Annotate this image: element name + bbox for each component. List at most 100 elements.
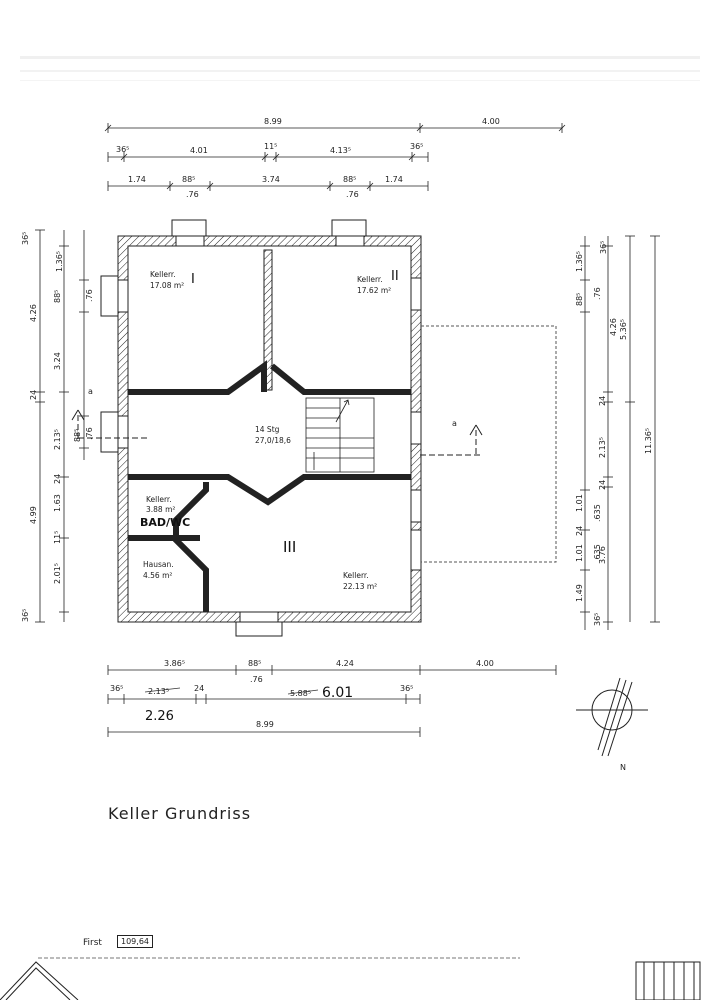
dim-bottom-r1-a: 3.86⁵	[164, 659, 185, 668]
room-keller2-area: 17.62 m²	[357, 286, 391, 295]
room-keller2-name: Kellerr.	[357, 275, 383, 284]
dim-right-c3-f: 3.76	[598, 546, 607, 564]
right-dimensions	[580, 235, 660, 630]
dim-right-c2-b: .635	[593, 504, 602, 522]
stair-size: 27,0/18,6	[255, 436, 291, 445]
room-hausan-name: Hausan.	[143, 560, 174, 569]
section-arrow-right	[469, 424, 483, 436]
dim-bottom-r2-e: 36⁵	[400, 684, 413, 693]
dim-bottom-hand-a: 2.26	[145, 709, 174, 724]
section-arrow-left	[71, 409, 85, 421]
dim-top-garage: 4.00	[482, 117, 500, 126]
room-keller4-numeral: III	[283, 538, 296, 556]
dim-bottom-r2-c: 24	[194, 684, 204, 693]
room-keller3-handnote: BAD/WC	[140, 516, 190, 529]
dim-left-mid-e: 24	[53, 474, 62, 484]
dim-right-c3-c: 24	[598, 396, 607, 406]
dim-left-mid-i: 36⁵	[21, 609, 30, 622]
room-keller4-area: 22.13 m²	[343, 582, 377, 591]
dim-right-c3-d: 2.13⁵	[598, 437, 607, 458]
dim-right-c1-b: 88⁵	[575, 293, 584, 306]
dim-right-c1-a: 1.36⁵	[575, 251, 584, 272]
dim-bottom-r1-sub: .76	[250, 675, 263, 684]
section-mark-right: a	[452, 419, 457, 428]
dim-bottom-r1-b: 88⁵	[248, 659, 261, 668]
dim-bottom-hand-b: 6.01	[322, 685, 353, 701]
dim-right-c2-c: .635	[593, 544, 602, 562]
dim-top-r2-b: 4.01	[190, 146, 208, 155]
windows	[100, 219, 422, 637]
dim-left-mid-c: 3.24	[53, 352, 62, 370]
dim-left-mid-g: 11⁵	[53, 531, 62, 544]
dim-top-r3-e: 1.74	[385, 175, 403, 184]
dim-left-outer-b: 24	[29, 390, 38, 400]
right-dim-labels: 1.36⁵ 88⁵ 1.01 24 1.01 1.49 36⁵ .76 .635…	[575, 241, 653, 626]
left-dimensions	[35, 229, 89, 623]
section-mark-left: a	[88, 387, 93, 396]
bottom-dimensions	[107, 665, 557, 737]
stair-label: 14 Stg	[255, 425, 280, 434]
scan-noise	[20, 56, 700, 81]
dim-right-c3-b: 4.26	[609, 318, 618, 336]
dim-right-c1-e: 1.01	[575, 544, 584, 562]
dim-top-total: 8.99	[264, 117, 282, 126]
dim-bottom-r2-a: 36⁵	[110, 684, 123, 693]
dim-top-r3-d: 88⁵	[343, 175, 356, 184]
room-keller1-numeral: I	[191, 272, 195, 287]
dim-left-mid-a: 36⁵	[21, 232, 30, 245]
dim-left-outer-a: 4.26	[29, 304, 38, 322]
staircase	[305, 397, 375, 473]
dim-top-r2-e: 36⁵	[410, 142, 423, 151]
dim-left-mid-f: 1.63	[53, 494, 62, 512]
compass-north-label: N	[620, 763, 626, 772]
dim-right-c1-d: 24	[575, 526, 584, 536]
drawing-title: Keller Grundriss	[108, 804, 252, 823]
first-value-box: 109,64	[117, 935, 153, 948]
section-cuts	[77, 415, 480, 456]
dim-top-r3-c: 3.74	[262, 175, 280, 184]
dim-top-r2-c: 11⁵	[264, 142, 277, 151]
room-keller1-name: Kellerr.	[150, 270, 176, 279]
dim-bottom-r1-d: 4.00	[476, 659, 494, 668]
dim-right-c2-a: .76	[593, 287, 602, 300]
room-keller1-area: 17.08 m²	[150, 281, 184, 290]
dim-top-r3-sub-b: .76	[346, 190, 359, 199]
walls	[117, 235, 422, 623]
top-dimensions	[104, 123, 566, 191]
dim-left-mid-h: 2.01⁵	[53, 563, 62, 584]
roof-fragment	[0, 957, 520, 1000]
dim-right-c5-a: 11.36⁵	[644, 428, 653, 454]
dim-left-inner-d: .76	[85, 427, 94, 440]
dim-left-outer-c: 4.99	[29, 506, 38, 524]
dim-bottom-r1-c: 4.24	[336, 659, 354, 668]
dim-right-c4-a: 5.36⁵	[619, 319, 628, 340]
dim-top-r3-a: 1.74	[128, 175, 146, 184]
dim-right-c3-e: 24	[598, 480, 607, 490]
dim-right-c1-c: 1.01	[575, 494, 584, 512]
room-keller3-name: Kellerr.	[146, 495, 172, 504]
dim-top-r3-sub-a: .76	[186, 190, 199, 199]
first-label: First	[83, 938, 102, 948]
dim-left-mid-d: 2.13⁵	[53, 429, 62, 450]
room-hausan-area: 4.56 m²	[143, 571, 172, 580]
dim-bottom-r2-d: 5.88⁵	[290, 689, 311, 698]
corner-fragment	[635, 961, 701, 1000]
dim-bottom-r3: 8.99	[256, 720, 274, 729]
room-keller3-area: 3.88 m²	[146, 505, 175, 514]
dim-right-c3-a: 36⁵	[599, 241, 608, 254]
dim-left-inner-c: 88⁵	[73, 429, 82, 442]
dim-bottom-r2-b: 2.13⁵	[148, 687, 169, 696]
room-keller2-numeral: II	[391, 269, 399, 284]
dim-left-inner-a: 1.36⁵	[55, 251, 64, 272]
dim-top-r2-d: 4.13⁵	[330, 146, 351, 155]
dim-top-r2-a: 36⁵	[116, 145, 129, 154]
compass-icon	[576, 677, 648, 757]
dim-right-c1-f: 1.49	[575, 584, 584, 602]
left-dim-labels: 4.26 24 4.99 36⁵ 88⁵ 3.24 2.13⁵ 24 1.63 …	[21, 232, 94, 622]
annex-outline	[421, 325, 557, 563]
dim-left-inner-b: .76	[85, 289, 94, 302]
dim-left-mid-b: 88⁵	[53, 290, 62, 303]
dim-right-c1-g: 36⁵	[593, 613, 602, 626]
room-keller4-name: Kellerr.	[343, 571, 369, 580]
